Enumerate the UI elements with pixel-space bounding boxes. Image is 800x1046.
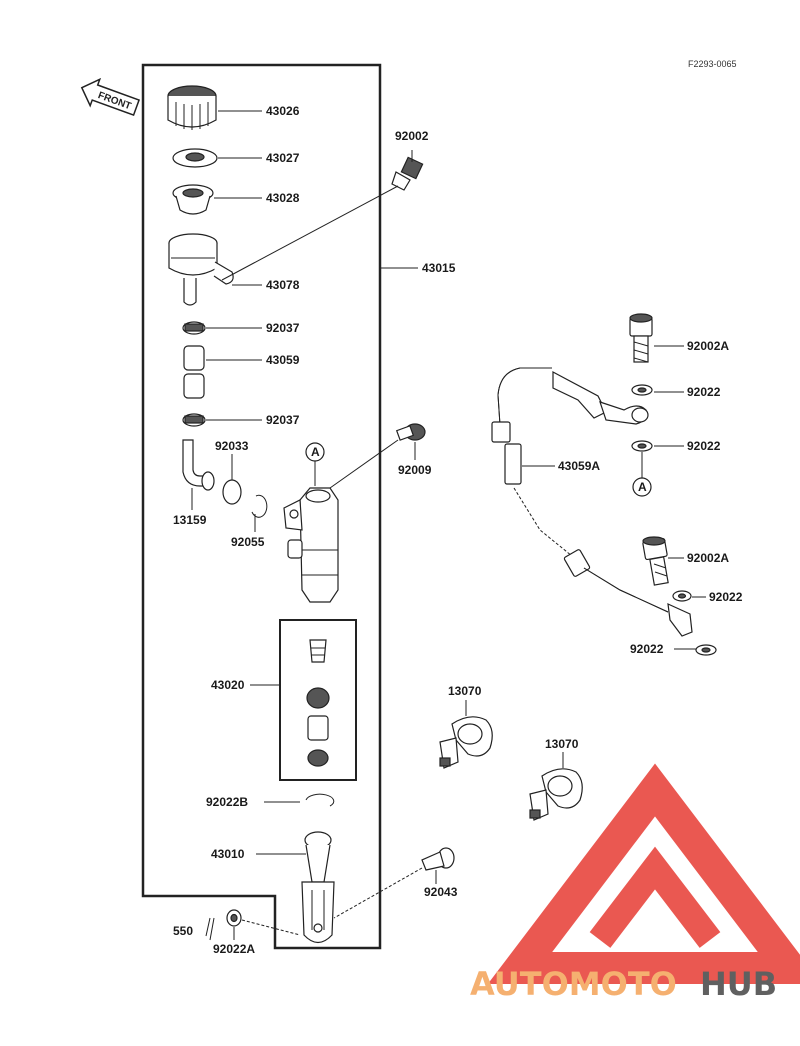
watermark-text-hub: HUB — [700, 965, 777, 1003]
snap-ring-92022b — [305, 793, 335, 807]
part-label-92002a-top: 92002A — [687, 339, 729, 353]
hose-43059 — [183, 345, 205, 399]
clamp-92037-bottom — [182, 413, 206, 427]
washer-92022-1 — [631, 384, 653, 396]
part-label-43078: 43078 — [266, 278, 300, 292]
part-label-92022-4: 92022 — [630, 642, 664, 656]
part-label-92022-2: 92022 — [687, 439, 721, 453]
push-rod-43010 — [301, 831, 335, 944]
part-label-92043: 92043 — [424, 885, 458, 899]
part-label-43010: 43010 — [211, 847, 245, 861]
part-label-13070-a: 13070 — [448, 684, 482, 698]
part-label-43028: 43028 — [266, 191, 300, 205]
hose-clamp-13070-b — [529, 768, 583, 821]
part-label-92022a-bottom: 92022A — [213, 942, 255, 956]
part-label-92055: 92055 — [231, 535, 265, 549]
part-label-92022-1: 92022 — [687, 385, 721, 399]
part-label-92002: 92002 — [395, 129, 429, 143]
washer-92022-3 — [672, 590, 692, 602]
o-ring-92033 — [222, 479, 242, 505]
callout-a-right-letter: A — [638, 480, 647, 494]
banjo-bolt-92002a-top — [629, 313, 653, 363]
part-label-92037-bottom: 92037 — [266, 413, 300, 427]
piston-kit-parts — [306, 639, 330, 767]
part-label-43020: 43020 — [211, 678, 245, 692]
part-label-43026: 43026 — [266, 104, 300, 118]
callout-a-right — [632, 477, 652, 497]
part-label-92009: 92009 — [398, 463, 432, 477]
assembly-frame-43015 — [141, 63, 382, 950]
part-label-43027: 43027 — [266, 151, 300, 165]
part-label-43059: 43059 — [266, 353, 300, 367]
bolt-92009 — [395, 423, 426, 441]
hose-clamp-13070-a — [439, 716, 493, 769]
banjo-bolt-92002a-mid — [642, 536, 669, 586]
diaphragm-43028 — [172, 184, 214, 215]
watermark-triangle-outer — [487, 763, 800, 984]
piston-kit-box-43020 — [279, 619, 357, 781]
part-label-92002a-mid: 92002A — [687, 551, 729, 565]
watermark-triangle-inner — [589, 846, 721, 948]
part-label-43059a: 43059A — [558, 459, 600, 473]
reservoir-cap-43026 — [167, 85, 217, 130]
part-label-550: 550 — [173, 924, 193, 938]
automotohub-logo-icon — [487, 763, 800, 984]
washer-92022a-bottom — [226, 909, 242, 927]
part-label-92037-top: 92037 — [266, 321, 300, 335]
part-label-13070-b: 13070 — [545, 737, 579, 751]
part-label-43015: 43015 — [422, 261, 456, 275]
elbow-fitting-13159 — [182, 439, 215, 491]
clevis-pin-92043 — [421, 847, 455, 871]
reference-code: F2293-0065 — [688, 59, 737, 69]
master-cylinder-body — [283, 487, 339, 603]
watermark-text-automoto: AUTOMOTO — [470, 965, 677, 1003]
part-label-92022b: 92022B — [206, 795, 248, 809]
plate-43027 — [172, 148, 218, 168]
bolt-92002 — [391, 156, 424, 191]
washer-92022-2 — [631, 440, 653, 452]
part-label-13159: 13159 — [173, 513, 207, 527]
washer-92022-4 — [695, 644, 717, 656]
part-label-92033: 92033 — [215, 439, 249, 453]
brake-hose-43059a — [491, 367, 693, 637]
cotter-pin-550 — [205, 917, 215, 941]
clamp-92037-top — [182, 321, 206, 335]
part-label-92022-3: 92022 — [709, 590, 743, 604]
reservoir-43078 — [168, 233, 234, 306]
circlip-92055 — [251, 494, 268, 518]
front-arrow-icon: FRONT — [80, 77, 141, 117]
callout-a-cylinder-letter: A — [311, 445, 320, 459]
